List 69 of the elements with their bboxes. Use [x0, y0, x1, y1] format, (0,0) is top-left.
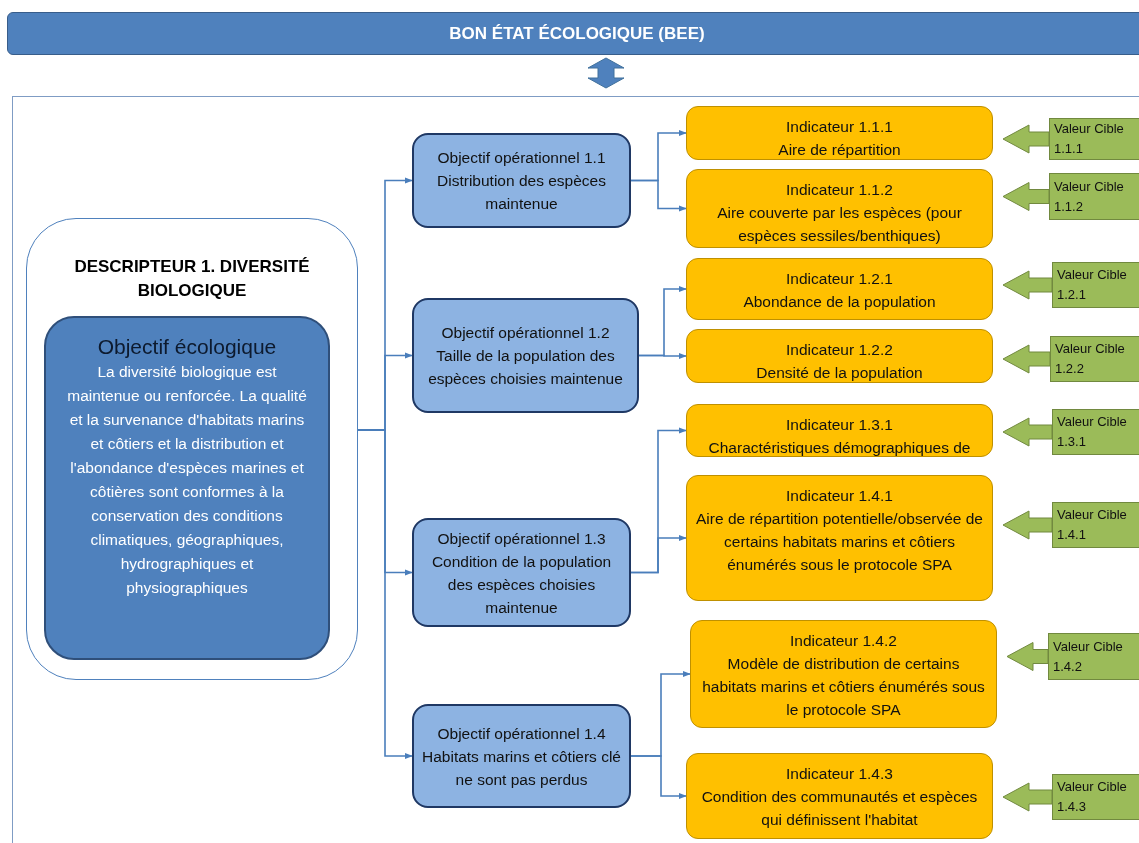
indicator-text: Modèle de distribution de certains habitats marins et côtiers énumérés sous le protocole SPA — [701, 654, 986, 720]
target-value-text: Valeur Cible 1.1.1 — [1054, 120, 1125, 158]
connector-arrow — [630, 179, 687, 212]
indicator-text: Abondance de la population — [743, 292, 936, 312]
descriptor-panel — [26, 218, 358, 680]
indicator-text: Densité de la population — [756, 363, 923, 383]
indicator-title: Indicateur 1.4.1 — [786, 486, 893, 506]
indicator-box — [686, 475, 993, 601]
indicator-box — [686, 329, 993, 383]
banner-title: BON ÉTAT ÉCOLOGIQUE (BEE) — [449, 22, 705, 45]
indicator-title: Indicateur 1.1.1 — [786, 117, 893, 137]
target-value-box — [1049, 118, 1139, 160]
objective-text: Objectif opérationnel 1.4 Habitats marins et côtiers clé ne sont pas perdus — [422, 723, 621, 790]
target-value-text: Valeur Cible 1.1.2 — [1054, 177, 1125, 216]
indicator-box — [686, 169, 993, 248]
objective-text: Objectif opérationnel 1.3 Condition de la population des espèces choisies maintenue — [430, 528, 613, 618]
indicator-text: Aire couverte par les espèces (pour espèces sessiles/benthiques) — [716, 203, 963, 246]
objective-box — [412, 704, 631, 808]
target-value-box — [1049, 173, 1139, 220]
indicator-box — [690, 620, 997, 728]
block-arrow — [1002, 782, 1053, 812]
block-arrow — [1002, 124, 1050, 154]
target-value-box — [1052, 409, 1139, 455]
target-value-box — [1050, 336, 1139, 382]
connector-arrow — [638, 352, 687, 360]
target-value-box — [1048, 633, 1139, 680]
panel-heading: Objectif écologique — [97, 334, 277, 360]
target-value-text: Valeur Cible 1.4.1 — [1057, 506, 1128, 544]
indicator-box — [686, 404, 993, 457]
block-arrow — [1002, 270, 1053, 300]
indicator-title: Indicateur 1.2.2 — [786, 340, 893, 360]
indicator-text: Charactéristiques démographiques de — [708, 438, 971, 458]
double-arrow — [587, 57, 625, 89]
indicator-text: Aire de répartition potentielle/observée de certains habitats marins et côtiers énumérés sous le protocole SPA — [695, 509, 984, 575]
block-arrow — [1006, 642, 1049, 671]
frame-box — [12, 96, 1139, 843]
objective-box — [412, 518, 631, 627]
indicator-title: Indicateur 1.2.1 — [786, 269, 893, 289]
target-value-box — [1052, 774, 1139, 820]
block-arrow — [1002, 417, 1053, 447]
connector-arrow — [630, 534, 687, 574]
objective-text: Objectif opérationnel 1.1 Distribution des espèces maintenue — [436, 148, 607, 214]
target-value-box — [1052, 502, 1139, 548]
target-value-box — [1052, 262, 1139, 308]
indicator-title: Indicateur 1.4.2 — [790, 631, 897, 651]
title-banner — [7, 12, 1139, 55]
target-value-text: Valeur Cible 1.2.2 — [1055, 340, 1126, 378]
target-value-text: Valeur Cible 1.4.2 — [1053, 637, 1124, 676]
objective-text: Objectif opérationnel 1.2 Taille de la population des espèces choisies maintenue — [427, 323, 624, 389]
panel-text: La diversité biologique est maintenue ou renforcée. La qualité et la survenance d'habitats marins et côtiers et la distribution et l'abondance d'espèces marines et côtières sont conformes à la conservation des conditions climatiques, géographiques, hydrographiques et physiographiques — [66, 362, 308, 598]
objective-box — [412, 133, 631, 228]
target-value-text: Valeur Cible 1.4.3 — [1057, 778, 1128, 816]
connector-arrow — [630, 755, 687, 800]
target-value-text: Valeur Cible 1.3.1 — [1057, 413, 1128, 451]
indicator-text: Condition des communautés et espèces qui définissent l'habitat — [700, 787, 979, 830]
block-arrow — [1002, 344, 1051, 374]
indicator-title: Indicateur 1.4.3 — [786, 764, 893, 784]
indicator-box — [686, 106, 993, 160]
indicator-title: Indicateur 1.3.1 — [786, 415, 893, 435]
indicator-box — [686, 753, 993, 839]
objective-box — [412, 298, 639, 413]
indicator-text: Aire de répartition — [778, 140, 901, 160]
descriptor-title: DESCRIPTEUR 1. DIVERSITÉ BIOLOGIQUE — [73, 256, 311, 302]
indicator-box — [686, 258, 993, 320]
indicator-title: Indicateur 1.1.2 — [786, 180, 893, 200]
block-arrow — [1002, 510, 1053, 540]
target-value-text: Valeur Cible 1.2.1 — [1057, 266, 1128, 304]
block-arrow — [1002, 182, 1050, 211]
objective-panel — [44, 316, 330, 660]
